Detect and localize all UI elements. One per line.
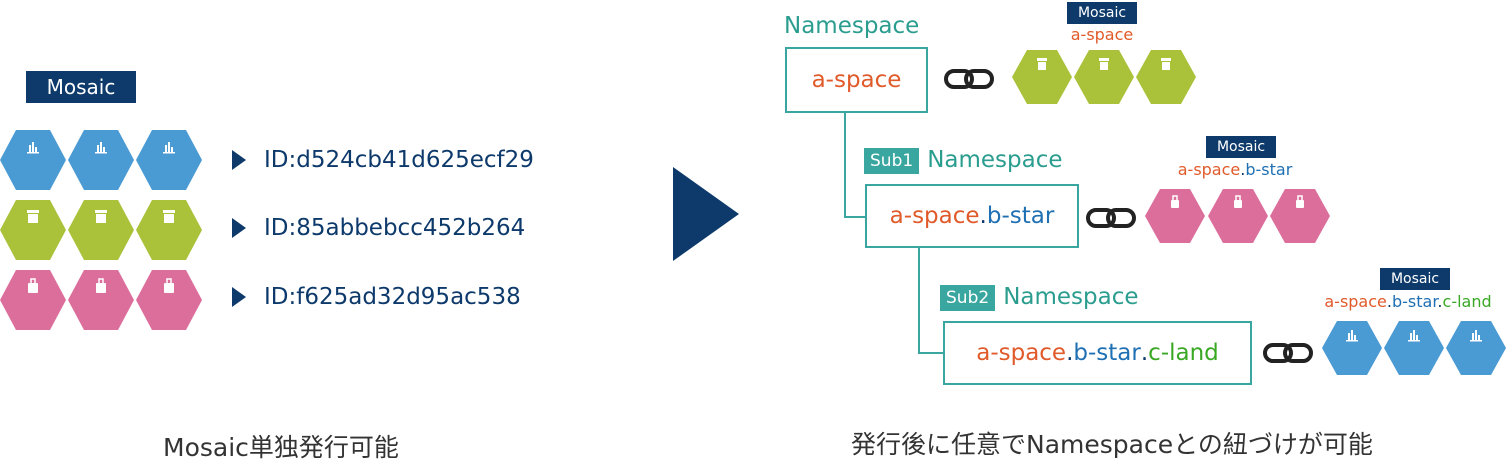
mosaic-badge-root: Mosaic bbox=[1067, 2, 1137, 24]
tree-connector bbox=[918, 245, 920, 354]
mosaic-hex-grid bbox=[0, 130, 202, 330]
link-icon bbox=[944, 69, 994, 89]
namespace-dot: . bbox=[1437, 292, 1443, 311]
namespace-part: a-space bbox=[1070, 25, 1134, 44]
mosaic-namespace-sub1: a-space.b-star bbox=[1160, 160, 1310, 179]
arrow-right-icon bbox=[232, 150, 246, 170]
left-caption: Mosaic単独発行可能 bbox=[163, 433, 399, 462]
namespace-part: a-space bbox=[1177, 160, 1241, 179]
namespace-part: a-space bbox=[811, 67, 902, 93]
namespace-dot: . bbox=[979, 203, 987, 229]
mosaic-hexagon bbox=[136, 270, 202, 330]
mosaic-hex-row-2 bbox=[0, 200, 202, 260]
bag-icon bbox=[28, 278, 174, 293]
mosaic-hex-row-1 bbox=[0, 130, 202, 190]
mosaic-id-row-2: ID:85abbebcc452b264 bbox=[232, 213, 525, 243]
mosaic-hex-group-sub1 bbox=[1145, 189, 1330, 243]
mosaic-id-row-3: ID:f625ad32d95ac538 bbox=[232, 282, 521, 312]
namespace-box-root: a-space bbox=[785, 47, 928, 113]
mosaic-hexagon bbox=[1208, 189, 1268, 243]
namespace-label-sub2: Sub2 Namespace bbox=[940, 284, 1139, 311]
mosaic-hex-row-3 bbox=[0, 270, 202, 330]
namespace-part: b-star bbox=[1391, 292, 1438, 311]
mosaic-badge-sub1: Mosaic bbox=[1206, 136, 1276, 158]
namespace-dot: . bbox=[1066, 340, 1074, 366]
namespace-part: a-space bbox=[889, 203, 980, 229]
mosaic-id: ID:85abbebcc452b264 bbox=[264, 215, 526, 241]
namespace-box-sub1: a-space.b-star bbox=[865, 184, 1079, 248]
mosaic-badge: Mosaic bbox=[26, 71, 136, 103]
mosaic-hex-group-root bbox=[1012, 50, 1196, 104]
namespace-label-sub1: Sub1 Namespace bbox=[864, 147, 1063, 174]
namespace-word: Namespace bbox=[927, 147, 1063, 173]
mosaic-id-row-1: ID:d524cb41d625ecf29 bbox=[232, 145, 534, 175]
mosaic-hexagon bbox=[136, 130, 202, 190]
namespace-dot: . bbox=[1240, 160, 1246, 179]
right-caption: 発行後に任意でNamespaceとの紐づけが可能 bbox=[851, 430, 1373, 459]
namespace-label-root: Namespace bbox=[784, 13, 920, 39]
mosaic-id: ID:f625ad32d95ac538 bbox=[264, 284, 521, 310]
mosaic-badge-sub2: Mosaic bbox=[1380, 268, 1450, 290]
namespace-part: c-land bbox=[1148, 340, 1219, 366]
namespace-part: b-star bbox=[986, 203, 1055, 229]
mosaic-hexagon bbox=[1322, 321, 1382, 375]
chart-icon bbox=[1346, 330, 1482, 342]
arrow-right-icon bbox=[232, 218, 246, 238]
link-icon bbox=[1086, 208, 1136, 228]
mosaic-hexagon bbox=[1270, 189, 1330, 243]
tree-connector bbox=[918, 352, 944, 354]
mosaic-hexagon bbox=[68, 200, 134, 260]
mosaic-hexagon bbox=[0, 270, 66, 330]
mosaic-namespace-sub2: a-space.b-star.c-land bbox=[1310, 292, 1506, 311]
sub1-badge: Sub1 bbox=[864, 147, 920, 174]
transition-arrow-icon bbox=[673, 167, 739, 261]
mosaic-hexagon bbox=[0, 200, 66, 260]
box-icon bbox=[27, 210, 175, 223]
namespace-word: Namespace bbox=[1003, 284, 1139, 310]
mosaic-hexagon bbox=[1446, 321, 1506, 375]
bag-icon bbox=[1171, 195, 1304, 208]
tree-connector bbox=[844, 111, 846, 218]
mosaic-namespace-root: a-space bbox=[1040, 25, 1164, 44]
tree-connector bbox=[844, 216, 866, 218]
sub2-badge: Sub2 bbox=[940, 284, 996, 311]
mosaic-hexagon bbox=[68, 130, 134, 190]
mosaic-hexagon bbox=[136, 200, 202, 260]
namespace-box-sub2: a-space.b-star.c-land bbox=[943, 321, 1252, 385]
mosaic-hexagon bbox=[1145, 189, 1205, 243]
mosaic-id: ID:d524cb41d625ecf29 bbox=[264, 147, 534, 173]
namespace-dot: . bbox=[1140, 340, 1149, 366]
mosaic-hexagon bbox=[68, 270, 134, 330]
mosaic-hexagon bbox=[1074, 50, 1134, 104]
mosaic-hexagon bbox=[0, 130, 66, 190]
namespace-part: a-space bbox=[1324, 292, 1387, 311]
box-icon bbox=[1037, 58, 1171, 70]
namespace-part: b-star bbox=[1245, 160, 1293, 179]
link-icon bbox=[1263, 343, 1313, 363]
namespace-part: b-star bbox=[1073, 340, 1141, 366]
arrow-right-icon bbox=[232, 287, 246, 307]
chart-icon bbox=[27, 142, 175, 154]
mosaic-hexagon bbox=[1012, 50, 1072, 104]
mosaic-hexagon bbox=[1384, 321, 1444, 375]
mosaic-hex-group-sub2 bbox=[1322, 321, 1506, 375]
mosaic-hexagon bbox=[1136, 50, 1196, 104]
namespace-part: a-space bbox=[976, 340, 1067, 366]
namespace-dot: . bbox=[1386, 292, 1392, 311]
namespace-part: c-land bbox=[1442, 292, 1492, 311]
